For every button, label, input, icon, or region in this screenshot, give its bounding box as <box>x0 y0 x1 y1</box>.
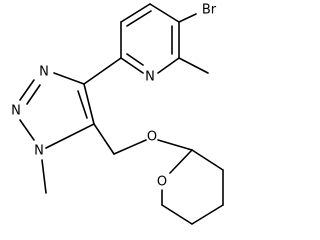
atom-n-triazole-mid: N <box>11 104 21 119</box>
bond-thp-o-c2 <box>169 149 193 174</box>
bond-c5-ch2 <box>93 123 115 155</box>
bond-tz-c5-c4-inner <box>77 90 88 119</box>
bond-thp-c2-c3 <box>191 149 224 171</box>
bond-py-c4-c5-inner <box>126 10 152 27</box>
atom-br: Br <box>202 3 217 18</box>
bond-py-c4-c5 <box>120 3 151 23</box>
bond-c2-methyl <box>178 57 209 74</box>
bonds <box>19 3 224 225</box>
atom-n-triazole-methyl: N <box>34 144 44 159</box>
bond-tz-n3-n2-inner <box>26 84 41 105</box>
chemical-structure: Br N N N N O O <box>11 3 224 225</box>
bond-tz-c5-c4 <box>83 83 95 125</box>
atom-n-pyridine: N <box>145 70 155 85</box>
bond-tz-n3-n2 <box>19 79 35 101</box>
bond-n1-methyl <box>41 159 47 194</box>
bond-thp-c4-c5 <box>191 204 224 225</box>
bond-tz-c4-n3 <box>53 72 85 85</box>
atom-labels: Br N N N N O O <box>11 3 217 190</box>
bond-tz-n1-c5 <box>45 123 95 149</box>
bond-py-n-c2 <box>157 57 180 74</box>
atom-o-ether: O <box>147 130 157 145</box>
bond-py-c6-n <box>120 57 144 74</box>
bond-py-triazole <box>83 57 122 85</box>
bond-tz-n2-n1 <box>19 119 35 141</box>
bond-c3-br <box>178 13 197 23</box>
bond-py-c6-n-inner <box>126 53 144 66</box>
atom-o-ring: O <box>157 175 167 190</box>
atom-n-triazole-top: N <box>39 65 49 80</box>
bond-py-c3-c4 <box>149 3 180 23</box>
bond-o-thp-c2 <box>157 139 193 151</box>
bond-ch2-o <box>113 139 147 155</box>
bond-thp-c5-c6 <box>161 204 193 225</box>
